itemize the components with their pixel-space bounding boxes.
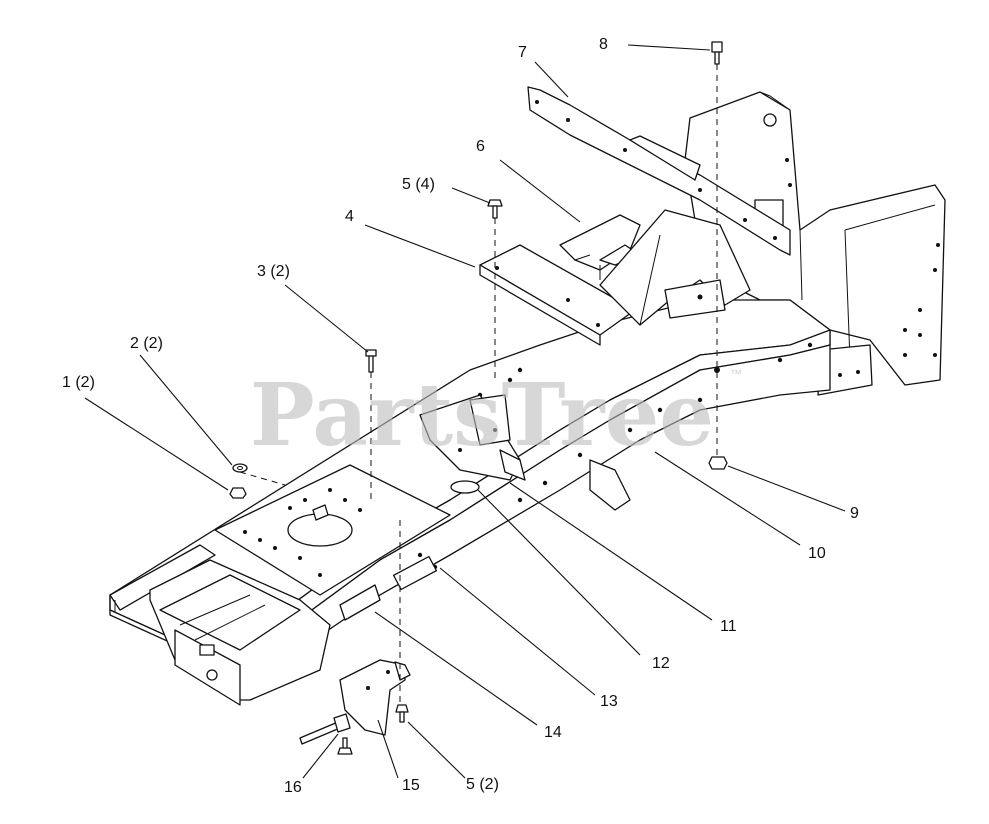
- fastener-2-washer: [232, 463, 248, 473]
- callout-13: 13: [600, 693, 618, 710]
- callout-labels: 1 (2) 2 (2) 3 (2) 4 5 (4) 5 (2) 6 7 8 9 …: [62, 36, 859, 796]
- callout-12: 12: [652, 655, 670, 672]
- part-7-brace: [527, 86, 791, 256]
- callout-9: 9: [850, 505, 859, 522]
- callout-16: 16: [284, 779, 302, 796]
- callout-6: 6: [476, 138, 485, 155]
- front-underframe: [149, 559, 331, 706]
- watermark-trademark: ™: [730, 367, 742, 381]
- callout-2: 2 (2): [130, 335, 163, 352]
- callout-5a: 5 (4): [402, 176, 435, 193]
- fastener-3-bolt: [365, 349, 377, 373]
- assembly-lines: [239, 64, 718, 705]
- engine-mount-plate: [214, 464, 451, 596]
- callout-1: 1 (2): [62, 374, 95, 391]
- callout-10: 10: [808, 545, 826, 562]
- watermark-text: PartsTree: [250, 365, 714, 466]
- callout-15: 15: [402, 777, 420, 794]
- fastener-9-nut: [708, 456, 728, 470]
- fastener-5a-screw: [487, 199, 503, 219]
- fastener-1-nut: [229, 487, 247, 499]
- callout-7: 7: [518, 44, 527, 61]
- watermark: PartsTree ™: [250, 365, 742, 466]
- fastener-8-bolt: [711, 41, 723, 65]
- callout-14: 14: [544, 724, 562, 741]
- callout-11: 11: [720, 618, 737, 635]
- bracket-11-12: [419, 394, 631, 511]
- fastener-5b-screw: [395, 704, 409, 723]
- center-rail: [599, 209, 751, 326]
- fastener-16-screw: [337, 737, 353, 755]
- callout-4: 4: [345, 208, 354, 225]
- callout-5b: 5 (2): [466, 776, 499, 793]
- callout-3: 3 (2): [257, 263, 290, 280]
- callout-8: 8: [599, 36, 608, 53]
- part-16-pin: [299, 713, 351, 745]
- leader-lines: [84, 44, 846, 779]
- part-15-bracket: [339, 659, 411, 736]
